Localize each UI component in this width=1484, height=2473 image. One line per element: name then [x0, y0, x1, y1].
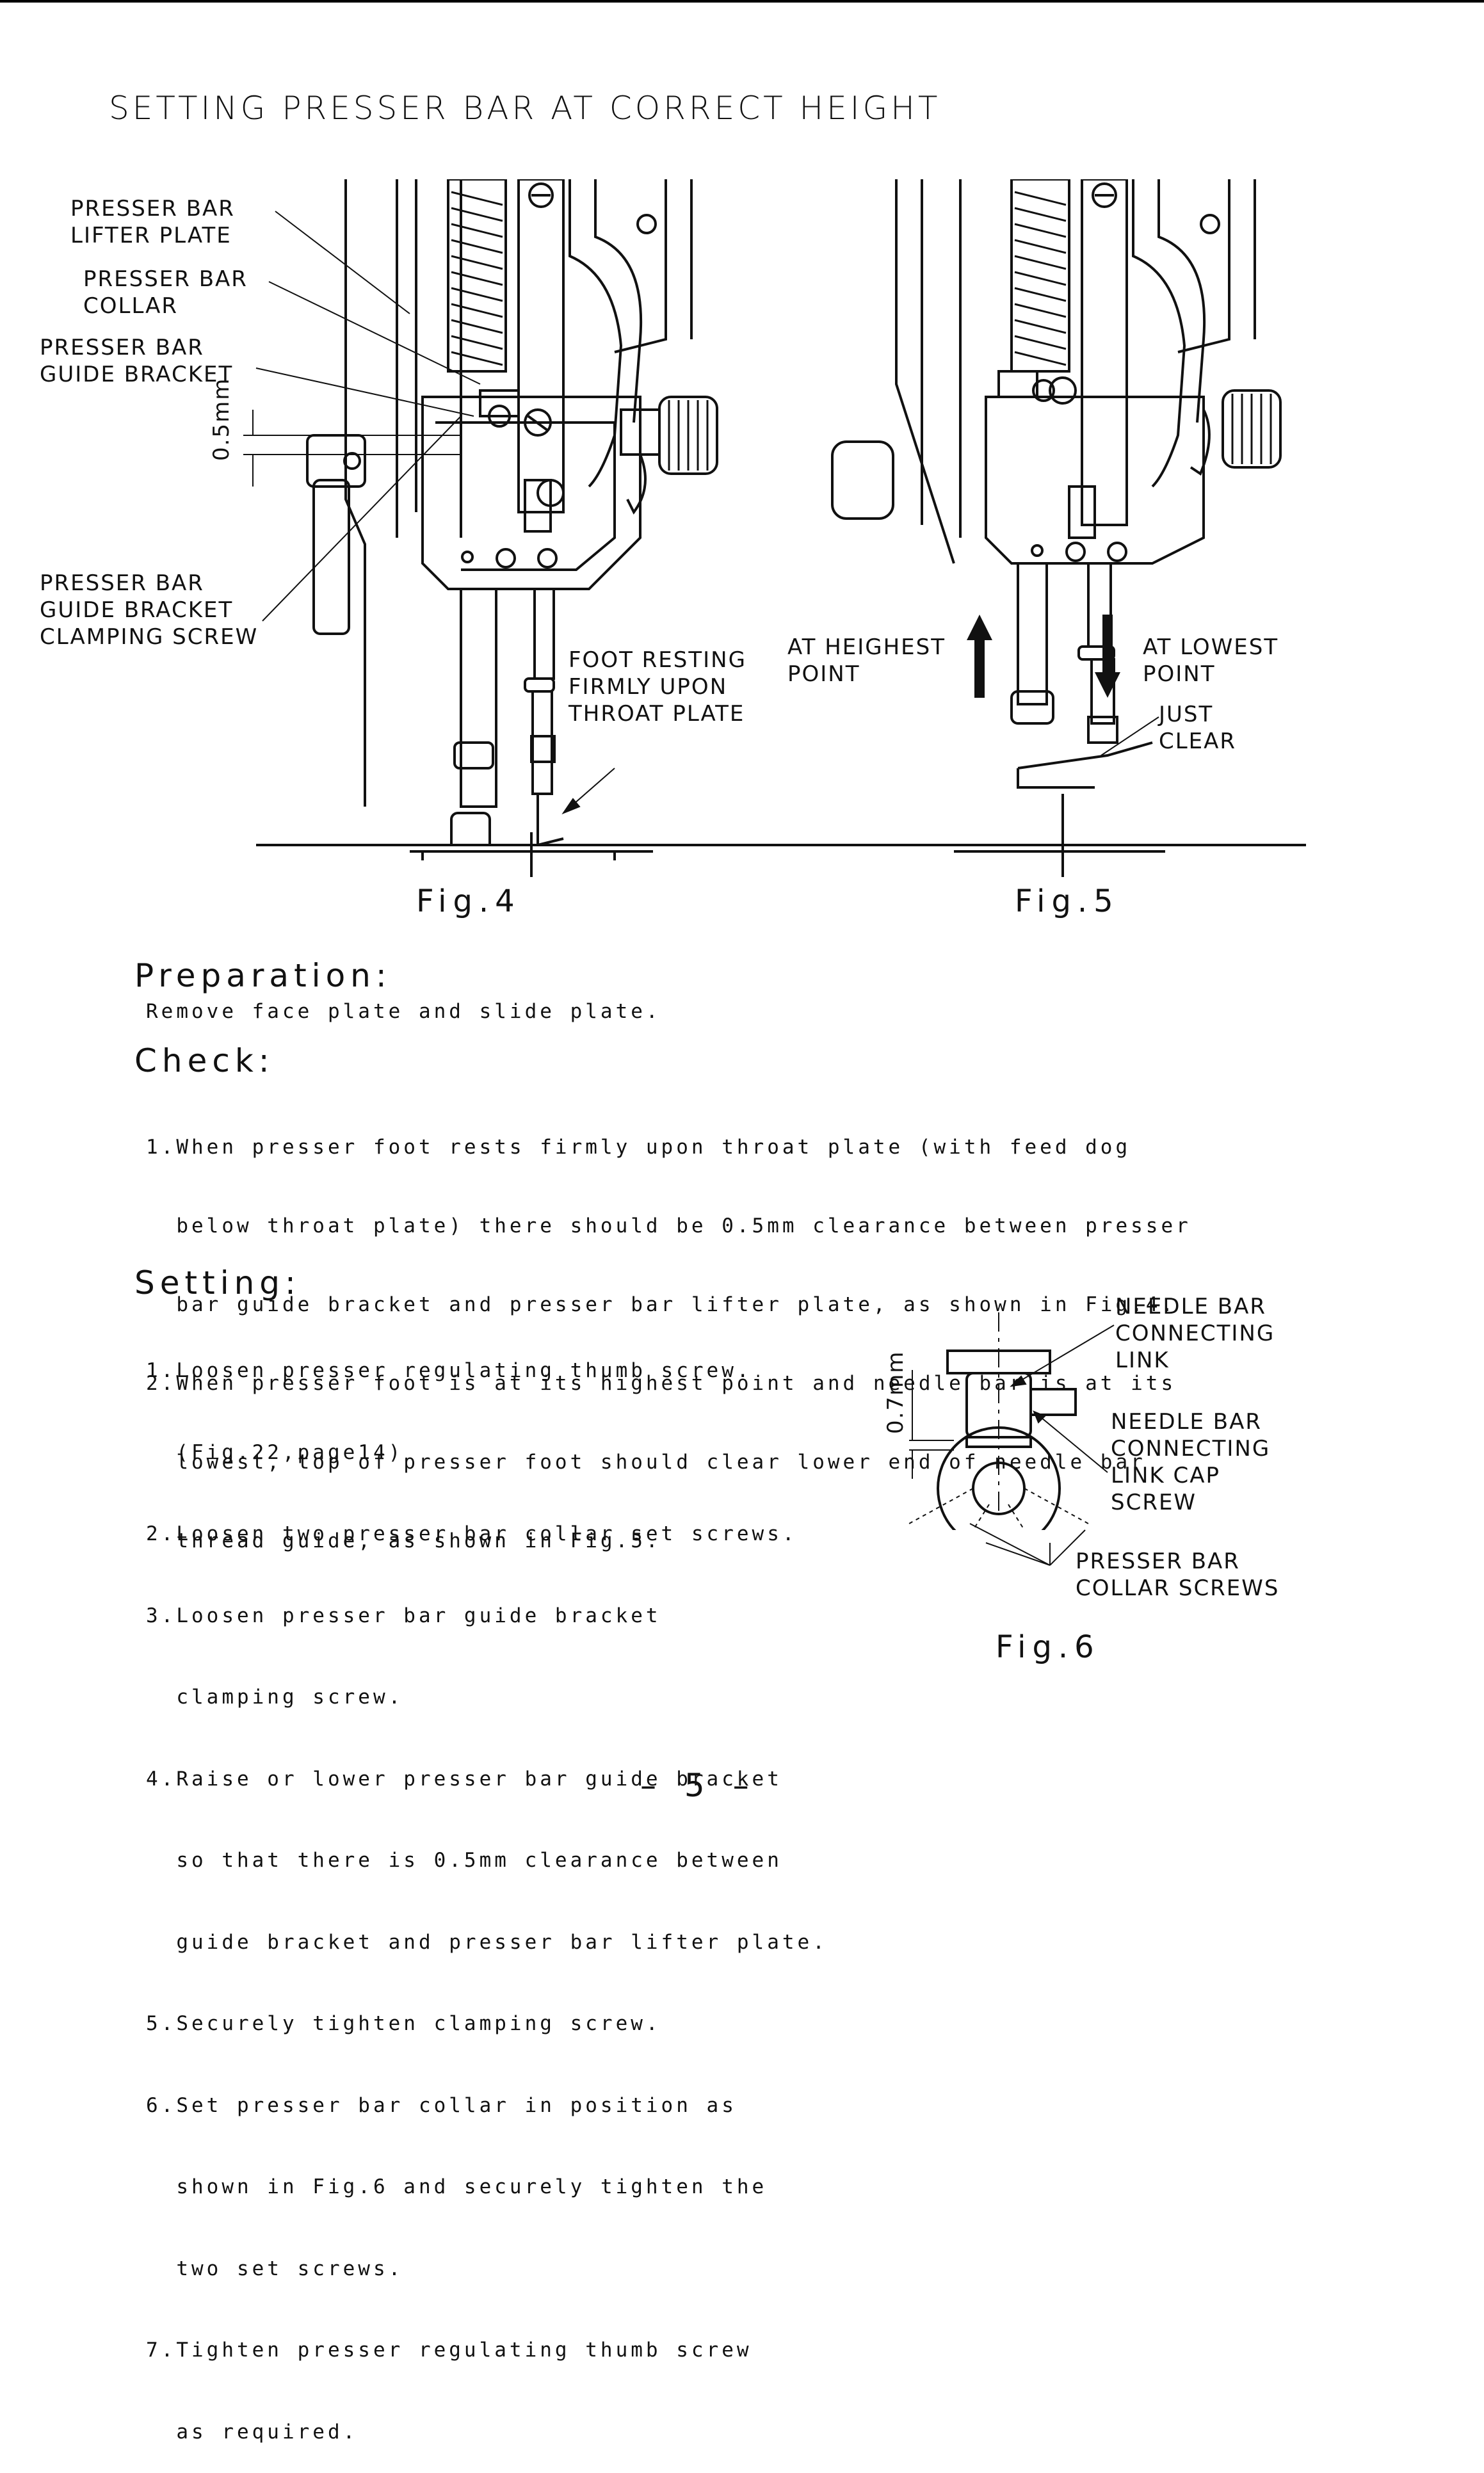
fig5-drawing [831, 179, 1282, 845]
list-item: (Fig.22,page14) [146, 1440, 404, 1464]
fig5-leaders [1101, 716, 1159, 756]
list-item: 7.Tighten presser regulating thumb screw [146, 2339, 752, 2362]
label-clearance-0-5mm: 0.5mm [209, 377, 234, 461]
list-item: 2.Loosen two presser bar collar set scre… [146, 1522, 798, 1545]
fig5-arrows [967, 615, 1120, 698]
list-item: as required. [146, 2420, 359, 2444]
list-item: 5.Securely tighten clamping screw. [146, 2012, 661, 2035]
list-item: 1.Loosen presser regulating thumb screw. [146, 1359, 752, 1382]
list-item: 1.When presser foot rests firmly upon th… [146, 1136, 1131, 1159]
fig5-caption: Fig.5 [1015, 883, 1120, 919]
list-item: 4.Raise or lower presser bar guide brack… [146, 1767, 782, 1791]
page-title: SETTING PRESSER BAR AT CORRECT HEIGHT [109, 90, 941, 127]
list-item: lowest, top of presser foot should clear… [146, 1451, 1146, 1474]
list-item: below throat plate) there should be 0.5m… [146, 1214, 1191, 1237]
fig4-drawing [256, 179, 819, 845]
preparation-heading: Preparation: [134, 957, 392, 994]
top-rule [0, 0, 1484, 3]
check-heading: Check: [134, 1042, 275, 1079]
fig6-leaders [969, 1325, 1115, 1566]
list-item: guide bracket and presser bar lifter pla… [146, 1930, 828, 1954]
list-item: bar guide bracket and presser bar lifter… [146, 1293, 1177, 1316]
label-clearance-0-7mm: 0.7mm [883, 1350, 908, 1434]
fig4-caption: Fig.4 [416, 883, 521, 919]
fig6-drawing [908, 1312, 1089, 1530]
arrow-up-icon [967, 615, 992, 698]
list-item: clamping screw. [146, 1686, 404, 1709]
list-item: thread guide, as shown in Fig.5. [146, 1529, 661, 1552]
fig4-throat-plate [256, 832, 819, 877]
list-item: 6.Set presser bar collar in position as [146, 2093, 737, 2117]
list-item: so that there is 0.5mm clearance between [146, 1849, 782, 1872]
list-item: two set screws. [146, 2257, 404, 2280]
preparation-text: Remove face plate and slide plate. [146, 1000, 661, 1023]
fig4-leaders [243, 211, 615, 815]
check-list: 1.When presser foot rests firmly upon th… [146, 1082, 1191, 1581]
list-item: shown in Fig.6 and securely tighten the [146, 2175, 768, 2198]
fig5-throat-plate [807, 832, 1306, 877]
setting-list: 1.Loosen presser regulating thumb screw.… [146, 1303, 828, 2473]
page-number: – 5 – [640, 1767, 758, 1804]
setting-heading: Setting: [134, 1264, 301, 1301]
fig6-caption: Fig.6 [996, 1629, 1101, 1665]
list-item: 3.Loosen presser bar guide bracket [146, 1604, 661, 1627]
arrow-down-icon [1095, 615, 1120, 698]
list-item: 2.When presser foot is at its highest po… [146, 1372, 1177, 1395]
